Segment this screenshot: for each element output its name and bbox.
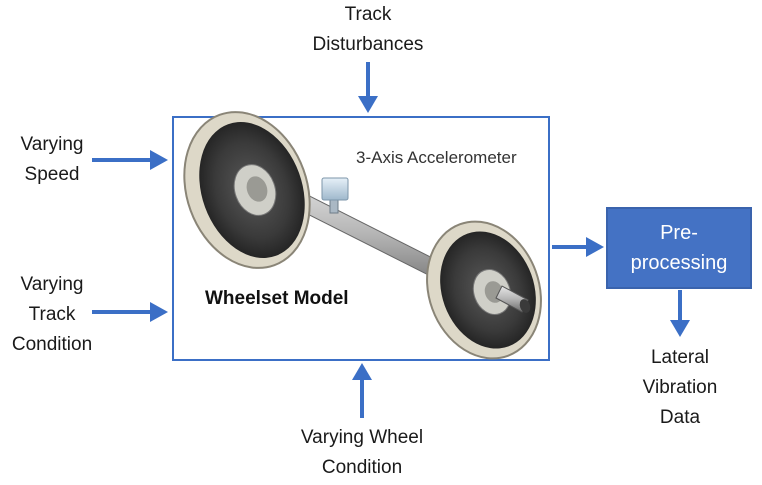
preprocessing-label-line1: Pre-: [660, 222, 698, 244]
left-wheel: [183, 111, 311, 269]
preprocessing-label-line2: processing: [630, 252, 728, 274]
preprocessing-block: Pre- processing: [606, 207, 752, 289]
arrow-varying-wheel-condition: [352, 363, 372, 418]
accelerometer-sensor: [321, 177, 349, 214]
right-wheel: [426, 220, 542, 360]
accelerometer-label: 3-Axis Accelerometer: [356, 148, 517, 167]
varying-speed-label: Varying Speed: [20, 134, 84, 185]
track-disturbances-label: Track Disturbances: [312, 4, 424, 55]
arrow-varying-speed: [92, 150, 168, 170]
arrow-to-preprocessing: [552, 237, 604, 257]
varying-track-condition-label: Varying Track Condition: [11, 274, 93, 355]
varying-wheel-condition-label: Varying Wheel Condition: [300, 427, 424, 478]
lateral-vibration-data-label: Lateral Vibration Data: [642, 347, 718, 428]
wheelset-model-title: Wheelset Model: [205, 288, 349, 309]
arrow-track-disturbances: [358, 62, 378, 113]
arrow-varying-track-condition: [92, 302, 168, 322]
arrow-to-output: [670, 290, 690, 337]
